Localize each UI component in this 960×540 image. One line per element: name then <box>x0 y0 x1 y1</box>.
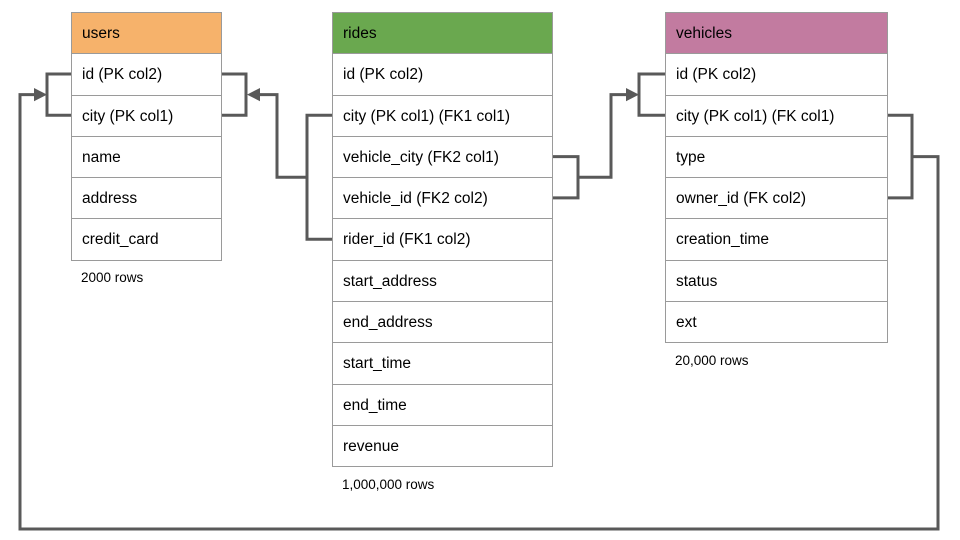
table-vehicles: vehicles id (PK col2) city (PK col1) (FK… <box>665 12 888 344</box>
table-users-column-id: id (PK col2) <box>72 54 222 96</box>
arrowhead-into-vehicles-left-icon <box>626 88 639 102</box>
arrowhead-into-users-right-icon <box>247 88 260 102</box>
table-vehicles-column-ext: ext <box>666 302 888 344</box>
table-rides-column-rider-id: rider_id (FK1 col2) <box>333 219 553 261</box>
table-rides-column-revenue: revenue <box>333 425 553 468</box>
table-rides-column-end-address: end_address <box>333 302 553 344</box>
arrowhead-into-users-left-icon <box>34 88 47 102</box>
table-rides-header: rides <box>333 13 553 55</box>
table-rides-column-vehicle-city: vehicle_city (FK2 col1) <box>333 136 553 179</box>
table-vehicles-column-owner-id: owner_id (FK col2) <box>666 178 888 220</box>
table-users: users id (PK col2) city (PK col1) name a… <box>71 12 222 261</box>
rides-right-bracket <box>553 155 580 200</box>
fk1-rides-to-users-line <box>251 93 307 179</box>
users-right-bracket <box>222 72 248 117</box>
table-rides-column-end-time: end_time <box>333 384 553 426</box>
table-rides-column-id: id (PK col2) <box>333 54 553 96</box>
table-users-column-name: name <box>72 136 222 179</box>
table-vehicles-column-creation-time: creation_time <box>666 219 888 261</box>
rides-left-bracket <box>305 113 332 241</box>
table-rides-column-start-time: start_time <box>333 343 553 385</box>
users-row-count: 2000 rows <box>81 270 144 285</box>
users-left-bracket <box>45 72 71 117</box>
rides-row-count: 1,000,000 rows <box>342 477 435 492</box>
vehicles-row-count: 20,000 rows <box>675 353 749 368</box>
table-rides-column-vehicle-id: vehicle_id (FK2 col2) <box>333 178 553 220</box>
table-rides-column-start-address: start_address <box>333 260 553 303</box>
table-users-header: users <box>72 13 222 55</box>
fk2-rides-to-vehicles-line <box>578 93 635 179</box>
table-vehicles-column-id: id (PK col2) <box>666 54 888 96</box>
table-vehicles-column-type: type <box>666 136 888 179</box>
table-rides: rides id (PK col2) city (PK col1) (FK1 c… <box>332 12 553 468</box>
table-users-column-credit-card: credit_card <box>72 219 222 261</box>
vehicles-right-bracket <box>888 113 914 200</box>
table-rides-column-city: city (PK col1) (FK1 col1) <box>333 95 553 137</box>
table-users-column-address: address <box>72 178 222 220</box>
table-users-column-city: city (PK col1) <box>72 95 222 137</box>
table-vehicles-header: vehicles <box>666 13 888 55</box>
table-vehicles-column-city: city (PK col1) (FK col1) <box>666 95 888 137</box>
table-vehicles-column-status: status <box>666 260 888 303</box>
vehicles-left-bracket <box>637 72 665 117</box>
